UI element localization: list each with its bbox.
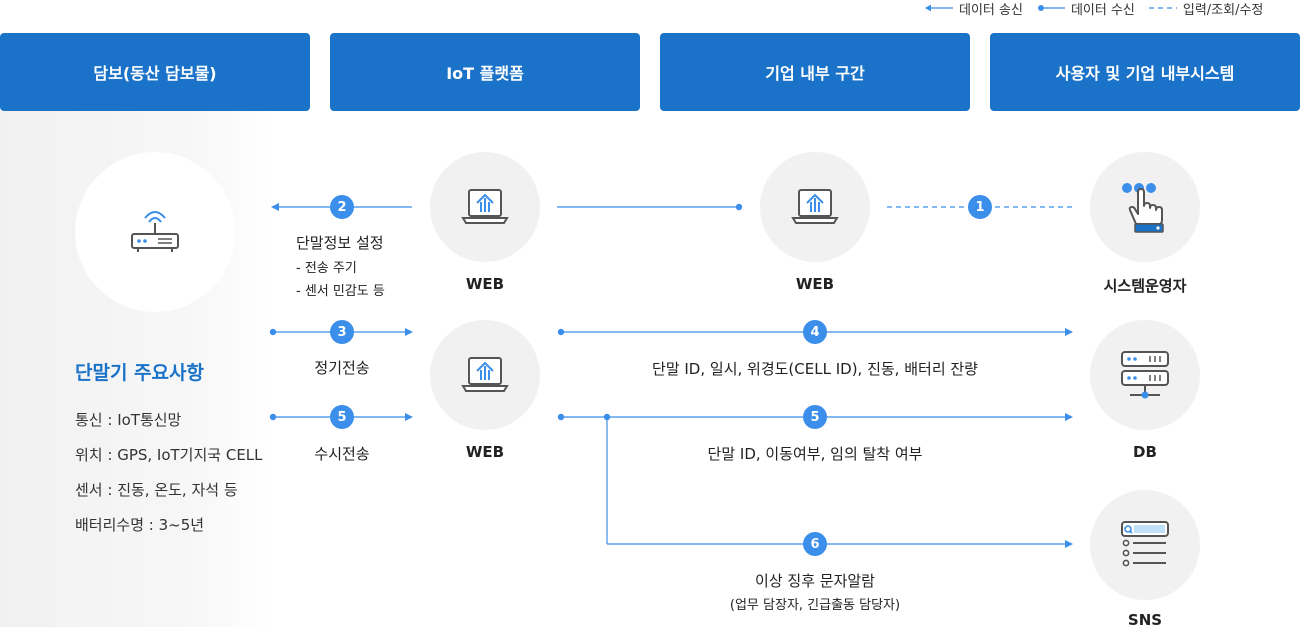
sns-node [1090,490,1200,600]
header-user-system: 사용자 및 기업 내부시스템 [990,33,1300,111]
router-icon [131,211,179,252]
setting-item-sensitivity: - 센서 민감도 등 [296,284,385,299]
legend-receive: 데이터 수신 [1037,0,1135,18]
step-badge-5b: 5 [803,405,827,429]
web-label-2: WEB [795,275,835,293]
arrowhead-step5a [405,413,413,421]
setting-title: 단말정보 설정 [296,234,384,252]
terminal-title: 단말기 주요사항 [75,362,204,384]
hand-pointer-icon [1122,183,1164,233]
arrowhead-step5b [1065,413,1073,421]
alarm-title: 이상 징후 문자알람 [755,572,875,590]
web-node-1 [430,152,540,262]
legend-input-label: 입력/조회/수정 [1182,2,1264,18]
web-node-2 [760,152,870,262]
header-collateral: 담보(동산 담보물) [0,33,310,111]
step-badge-4: 4 [803,320,827,344]
step-badge-5a: 5 [330,405,354,429]
step-badge-2: 2 [330,195,354,219]
laptop-upload-icon [461,189,509,224]
legend-send: 데이터 송신 [925,0,1023,18]
alarm-subtitle: (업무 담장자, 긴급출동 담당자) [729,598,901,613]
header-internal-section: 기업 내부 구간 [660,33,970,111]
web-node-3 [430,320,540,430]
data-step4-label: 단말 ID, 일시, 위경도(CELL ID), 진동, 배터리 잔량 [652,360,978,378]
arrowhead-step4 [1065,328,1073,336]
operator-label: 시스템운영자 [1103,277,1187,295]
web-label-3: WEB [465,443,505,461]
terminal-item-comm: 통신 : IoT통신망 [75,411,182,429]
laptop-upload-icon [791,189,839,224]
step-badge-1: 1 [968,195,992,219]
legend: 데이터 송신 데이터 수신 입력/조회/수정 [925,0,1264,18]
data-step5-label: 단말 ID, 이동여부, 임의 탈착 여부 [707,445,923,463]
dot-line-icon [1037,5,1065,11]
terminal-device [75,152,235,312]
terminal-item-location: 위치 : GPS, IoT기지국 CELL [75,446,263,464]
periodic-label: 정기전송 [314,359,370,377]
arrowhead-step2 [271,203,279,211]
setting-item-period: - 전송 주기 [296,261,357,276]
legend-input: 입력/조회/수정 [1148,0,1264,18]
dot-web-web [735,203,743,211]
db-label: DB [1133,443,1157,461]
legend-receive-label: 데이터 수신 [1070,2,1135,18]
web-label-1: WEB [465,275,505,293]
terminal-item-battery: 배터리수명 : 3~5년 [75,516,205,534]
step-badge-6: 6 [803,532,827,556]
dashed-line-icon [1148,7,1177,9]
sns-label: SNS [1127,611,1163,629]
arrowhead-step6 [1065,540,1073,548]
message-list-icon [1121,521,1169,567]
legend-send-label: 데이터 송신 [959,2,1023,18]
db-node [1090,320,1200,430]
laptop-upload-icon [461,357,509,392]
realtime-label: 수시전송 [314,445,370,463]
arrow-left-icon [925,4,953,12]
step-badge-3: 3 [330,320,354,344]
server-icon [1121,351,1169,399]
arrowhead-step3 [405,328,413,336]
header-iot-platform: IoT 플랫폼 [330,33,640,111]
terminal-item-sensor: 센서 : 진동, 온도, 자석 등 [75,481,238,499]
operator-node [1090,152,1200,262]
